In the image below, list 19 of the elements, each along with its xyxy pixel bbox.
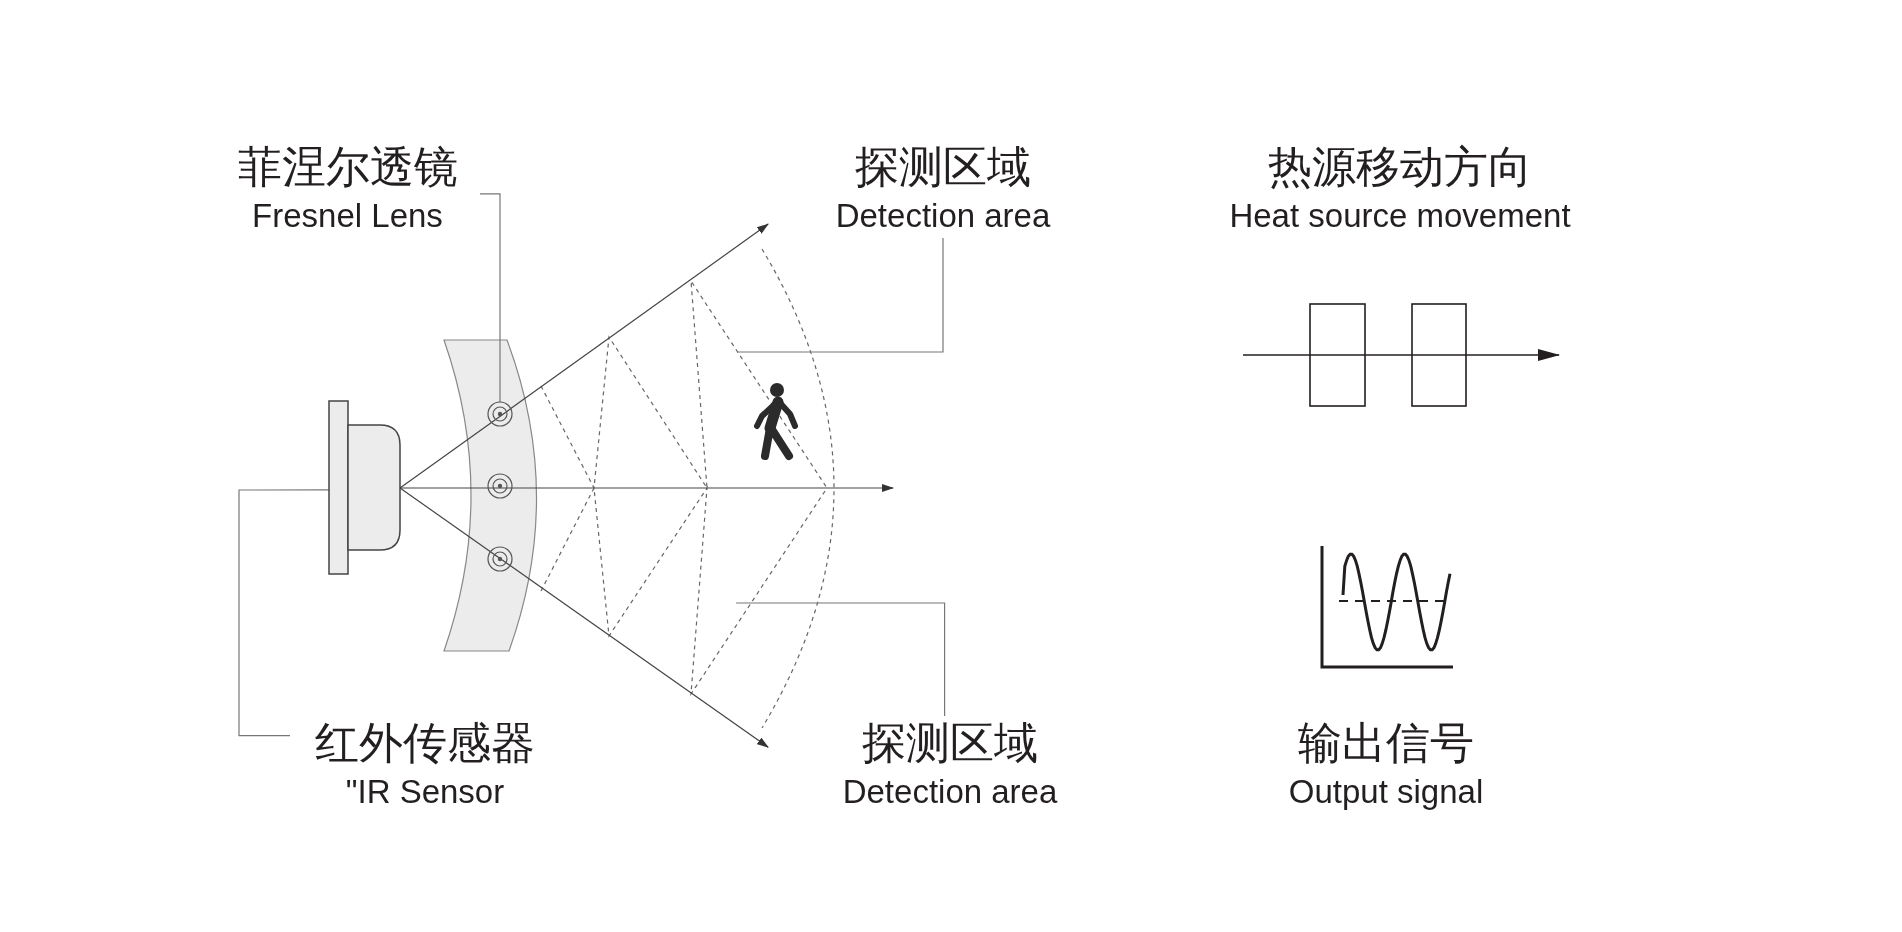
label-heading: 探测区域 <box>855 140 1031 194</box>
ir-sensor-drawing <box>328 400 401 575</box>
label-subtitle: Detection area <box>842 772 1058 812</box>
leader-line <box>238 489 330 737</box>
label-heading: 热源移动方向 <box>1268 140 1532 194</box>
leader-line <box>479 193 501 403</box>
leader-line <box>735 602 946 717</box>
label-subtitle: "IR Sensor <box>345 772 505 812</box>
label-subtitle: Output signal <box>1288 772 1484 812</box>
label-heading: 菲涅尔透镜 <box>237 140 458 194</box>
label-subtitle: Fresnel Lens <box>252 196 443 236</box>
label-subtitle: Heat source movement <box>1229 196 1571 236</box>
detection-zone-drawing <box>540 248 835 729</box>
leader-line <box>736 237 944 353</box>
label-heading: 探测区域 <box>862 716 1038 770</box>
label-heading: 红外传感器 <box>315 716 535 770</box>
lens-element-icon <box>487 401 513 427</box>
label-subtitle: Detection area <box>835 196 1051 236</box>
label-heading: 输出信号 <box>1298 716 1474 770</box>
